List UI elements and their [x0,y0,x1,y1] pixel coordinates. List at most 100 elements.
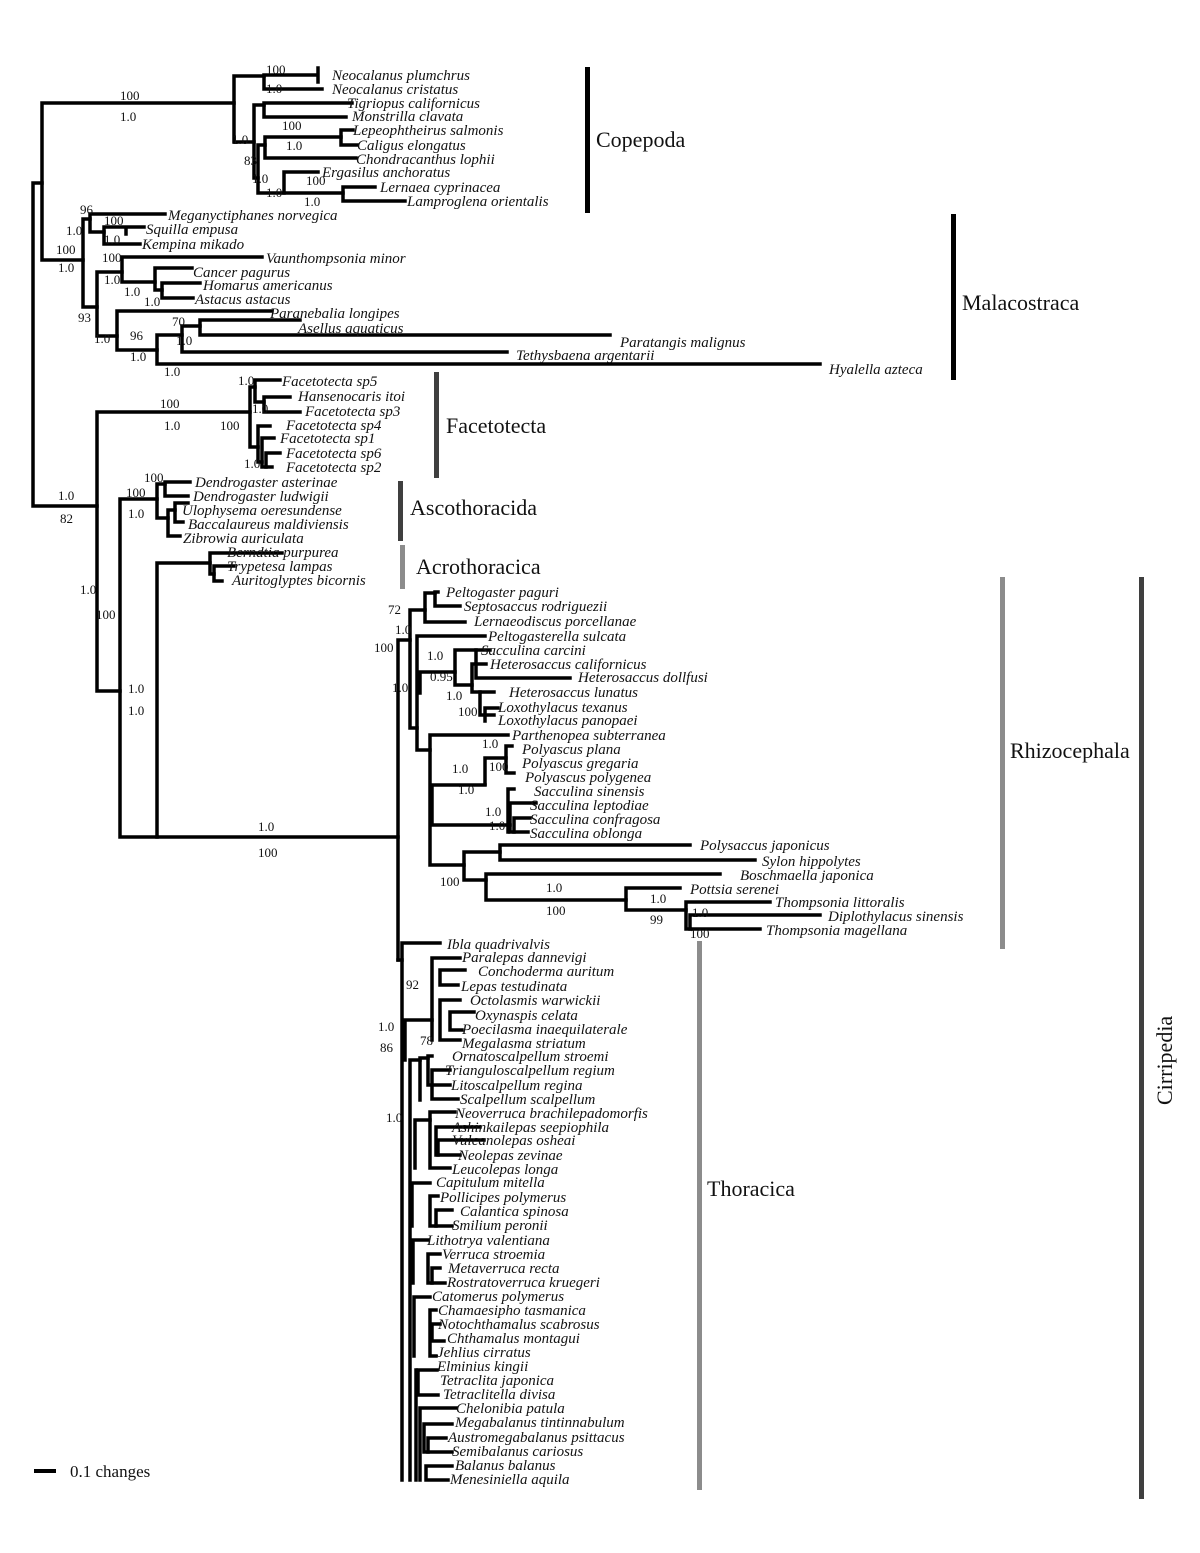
scale-bar-label: 0.1 changes [70,1462,150,1481]
support-value: 1.0 [94,331,110,346]
support-value: 1.0 [266,185,282,200]
support-value: 99 [650,912,663,927]
taxon-label: Tethysbaena argentarii [516,348,654,364]
taxon-label: Megalasma striatum [461,1036,586,1052]
taxon-label: Verruca stroemia [442,1247,545,1263]
support-value: 78 [420,1033,433,1048]
taxon-label: Leucolepas longa [451,1162,558,1178]
taxon-label: Chondracanthus lophii [356,152,495,168]
support-value: 1.0 [104,272,120,287]
support-value: 92 [406,977,419,992]
taxon-label: Neoverruca brachilepadomorfis [454,1106,648,1122]
taxon-label: Diplothylacus sinensis [827,909,964,925]
support-value: 1.0 [452,761,468,776]
support-value: 1.0 [286,138,302,153]
taxon-label: Rostratoverruca kruegeri [446,1275,600,1291]
support-value: 1.0 [395,622,411,637]
support-value: 72 [388,602,401,617]
support-value: 1.0 [244,456,260,471]
support-value: 100 [126,485,146,500]
support-value: 1.0 [252,401,268,416]
taxon-label: Chthamalus montagui [447,1331,580,1347]
support-value: 1.0 [176,333,192,348]
taxon-label: Loxothylacus texanus [497,700,628,716]
support-value: 100 [96,607,116,622]
taxon-label: Pollicipes polymerus [439,1190,566,1206]
taxon-label: Ornatoscalpellum stroemi [452,1049,609,1065]
support-value: 83 [244,153,257,168]
taxon-label: Sylon hippolytes [762,854,861,870]
clade-bar-rhizocephala [1000,577,1005,949]
taxon-label: Lepas testudinata [460,979,567,995]
clade-bar-acrothoracica [400,545,405,589]
taxon-label: Loxothylacus panopaei [497,713,638,729]
taxon-label: Caligus elongatus [357,138,466,154]
taxon-label: Sacculina confragosa [530,812,660,828]
taxon-label: Trianguloscalpellum regium [445,1063,615,1079]
taxon-label: Paralepas dannevigi [461,950,587,966]
support-value: 100 [546,903,566,918]
taxon-label: Septosaccus rodriguezii [464,599,607,615]
taxon-label: Smilium peronii [452,1218,548,1234]
taxon-label: Tetraclita japonica [440,1373,554,1389]
taxon-label: Auritoglyptes bicornis [231,573,366,589]
taxon-label: Baccalaureus maldiviensis [188,517,349,533]
taxon-label: Asellus aquaticus [297,321,404,337]
support-value: 1.0 [304,194,320,209]
taxon-label: Hyalella azteca [828,362,923,378]
taxon-label: Catomerus polymerus [432,1289,564,1305]
clade-label-cirripedia: Cirripedia [1152,1016,1177,1105]
taxon-label: Pottsia serenei [689,882,779,898]
support-value: 1.0 [120,109,136,124]
support-value: 100 [102,250,122,265]
taxon-label: Peltogaster paguri [445,585,559,601]
clade-label-thoracica: Thoracica [707,1176,795,1201]
support-value: 100 [282,118,302,133]
taxon-label: Octolasmis warwickii [470,993,600,1009]
support-value: 93 [78,310,91,325]
support-value: 1.0 [238,373,254,388]
taxon-label: Sacculina oblonga [530,826,642,842]
taxon-label: Neolepas zevinae [457,1148,563,1164]
taxon-label: Trypetesa lampas [227,559,333,575]
taxon-label: Polyascus polygenea [524,770,651,786]
taxon-label: Litoscalpellum regina [450,1078,583,1094]
clade-label-copepoda: Copepoda [596,127,685,152]
taxon-label: Paratangis malignus [619,335,746,351]
tree-branches [31,66,822,1482]
support-value: 100 [258,845,278,860]
taxon-label: Balanus balanus [455,1458,556,1474]
taxon-label: Lithotrya valentiana [426,1233,550,1249]
support-value: 100 [690,926,710,941]
taxon-label: Vaunthompsonia minor [266,251,406,267]
support-value: 1.0 [130,349,146,364]
support-value: 1.0 [80,582,96,597]
clade-labels: Copepoda Malacostraca Facetotecta Ascoth… [410,127,1177,1201]
taxon-label: Hansenocaris itoi [297,389,405,405]
clade-label-rhizocephala: Rhizocephala [1010,738,1130,763]
support-value: 100 [220,418,240,433]
taxon-label: Polyascus gregaria [521,756,639,772]
taxon-label: Facetotecta sp6 [285,446,382,462]
taxon-label: Calantica spinosa [460,1204,569,1220]
support-value: 1.0 [458,782,474,797]
support-value: 100 [374,640,394,655]
support-value: 100 [440,874,460,889]
support-value: 0.95 [430,669,453,684]
taxon-label: Heterosaccus dollfusi [577,670,708,686]
taxon-label: Lepeophtheirus salmonis [352,123,504,139]
taxon-label: Chamaesipho tasmanica [438,1303,586,1319]
taxon-label: Lamproglena orientalis [406,194,549,210]
taxon-label: Meganyctiphanes norvegica [167,208,338,224]
taxon-label: Ulophysema oeresundense [182,503,342,519]
taxon-label: Notochthamalus scabrosus [437,1317,600,1333]
support-value: 1.0 [144,294,160,309]
taxon-label: Facetotecta sp4 [285,418,382,434]
support-value: 100 [266,62,286,77]
taxon-label: Kempina mikado [141,237,245,253]
taxon-label: Berndtia purpurea [227,545,339,561]
taxon-label: Paranebalia longipes [269,306,400,322]
taxon-label: Facetotecta sp3 [304,404,400,420]
taxon-label: Astacus astacus [194,292,291,308]
